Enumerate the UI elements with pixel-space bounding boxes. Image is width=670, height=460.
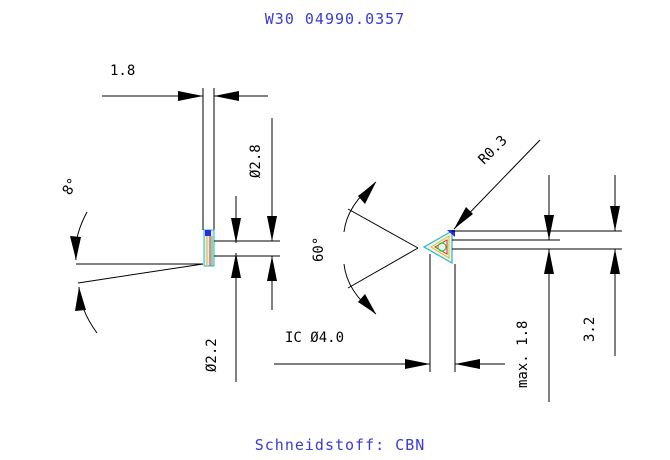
dim-tip-angle-label: 60° (311, 237, 327, 262)
part-number-title: W30 04990.0357 (265, 10, 405, 28)
dim-hole-lower-label: Ø2.2 (204, 338, 220, 372)
top-view: 60° R0.3 max. 1.8 3.2 IC Ø4. (274, 133, 622, 402)
dim-width-label: 1.8 (110, 63, 135, 79)
dim-inscribed-circle-label: IC Ø4.0 (285, 330, 344, 346)
dim-hole-upper-label: Ø2.8 (248, 144, 264, 178)
dim-height-label: 3.2 (582, 317, 598, 342)
dim-clearance-angle-label: 8° (60, 175, 82, 198)
material-label: Schneidstoff: CBN (255, 436, 426, 454)
dim-corner-radius-label: R0.3 (476, 133, 511, 168)
dim-max-length-label: max. 1.8 (515, 321, 531, 388)
side-view: 1.8 8° Ø2.8 Ø2.2 (60, 63, 280, 382)
